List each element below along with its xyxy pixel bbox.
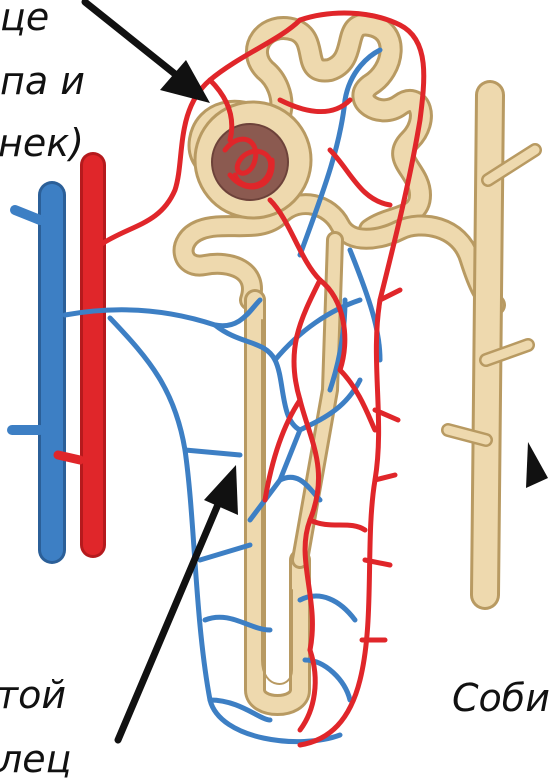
arrow-to-collecting-duct	[526, 442, 548, 488]
renal-vein	[12, 195, 52, 550]
label-top-left-line3: нек)	[0, 120, 84, 166]
loop-of-henle	[255, 240, 335, 705]
arrow-to-capsule	[85, 2, 210, 103]
label-bottom-right: Соби	[452, 675, 549, 721]
label-bottom-left-line1: той	[0, 672, 66, 718]
arrowhead-collecting-duct	[526, 442, 548, 488]
collecting-duct	[448, 95, 535, 595]
label-top-left-line1: це	[0, 0, 49, 40]
label-top-left-line2: па и	[0, 58, 85, 104]
label-bottom-left-line2: лец	[0, 736, 72, 782]
